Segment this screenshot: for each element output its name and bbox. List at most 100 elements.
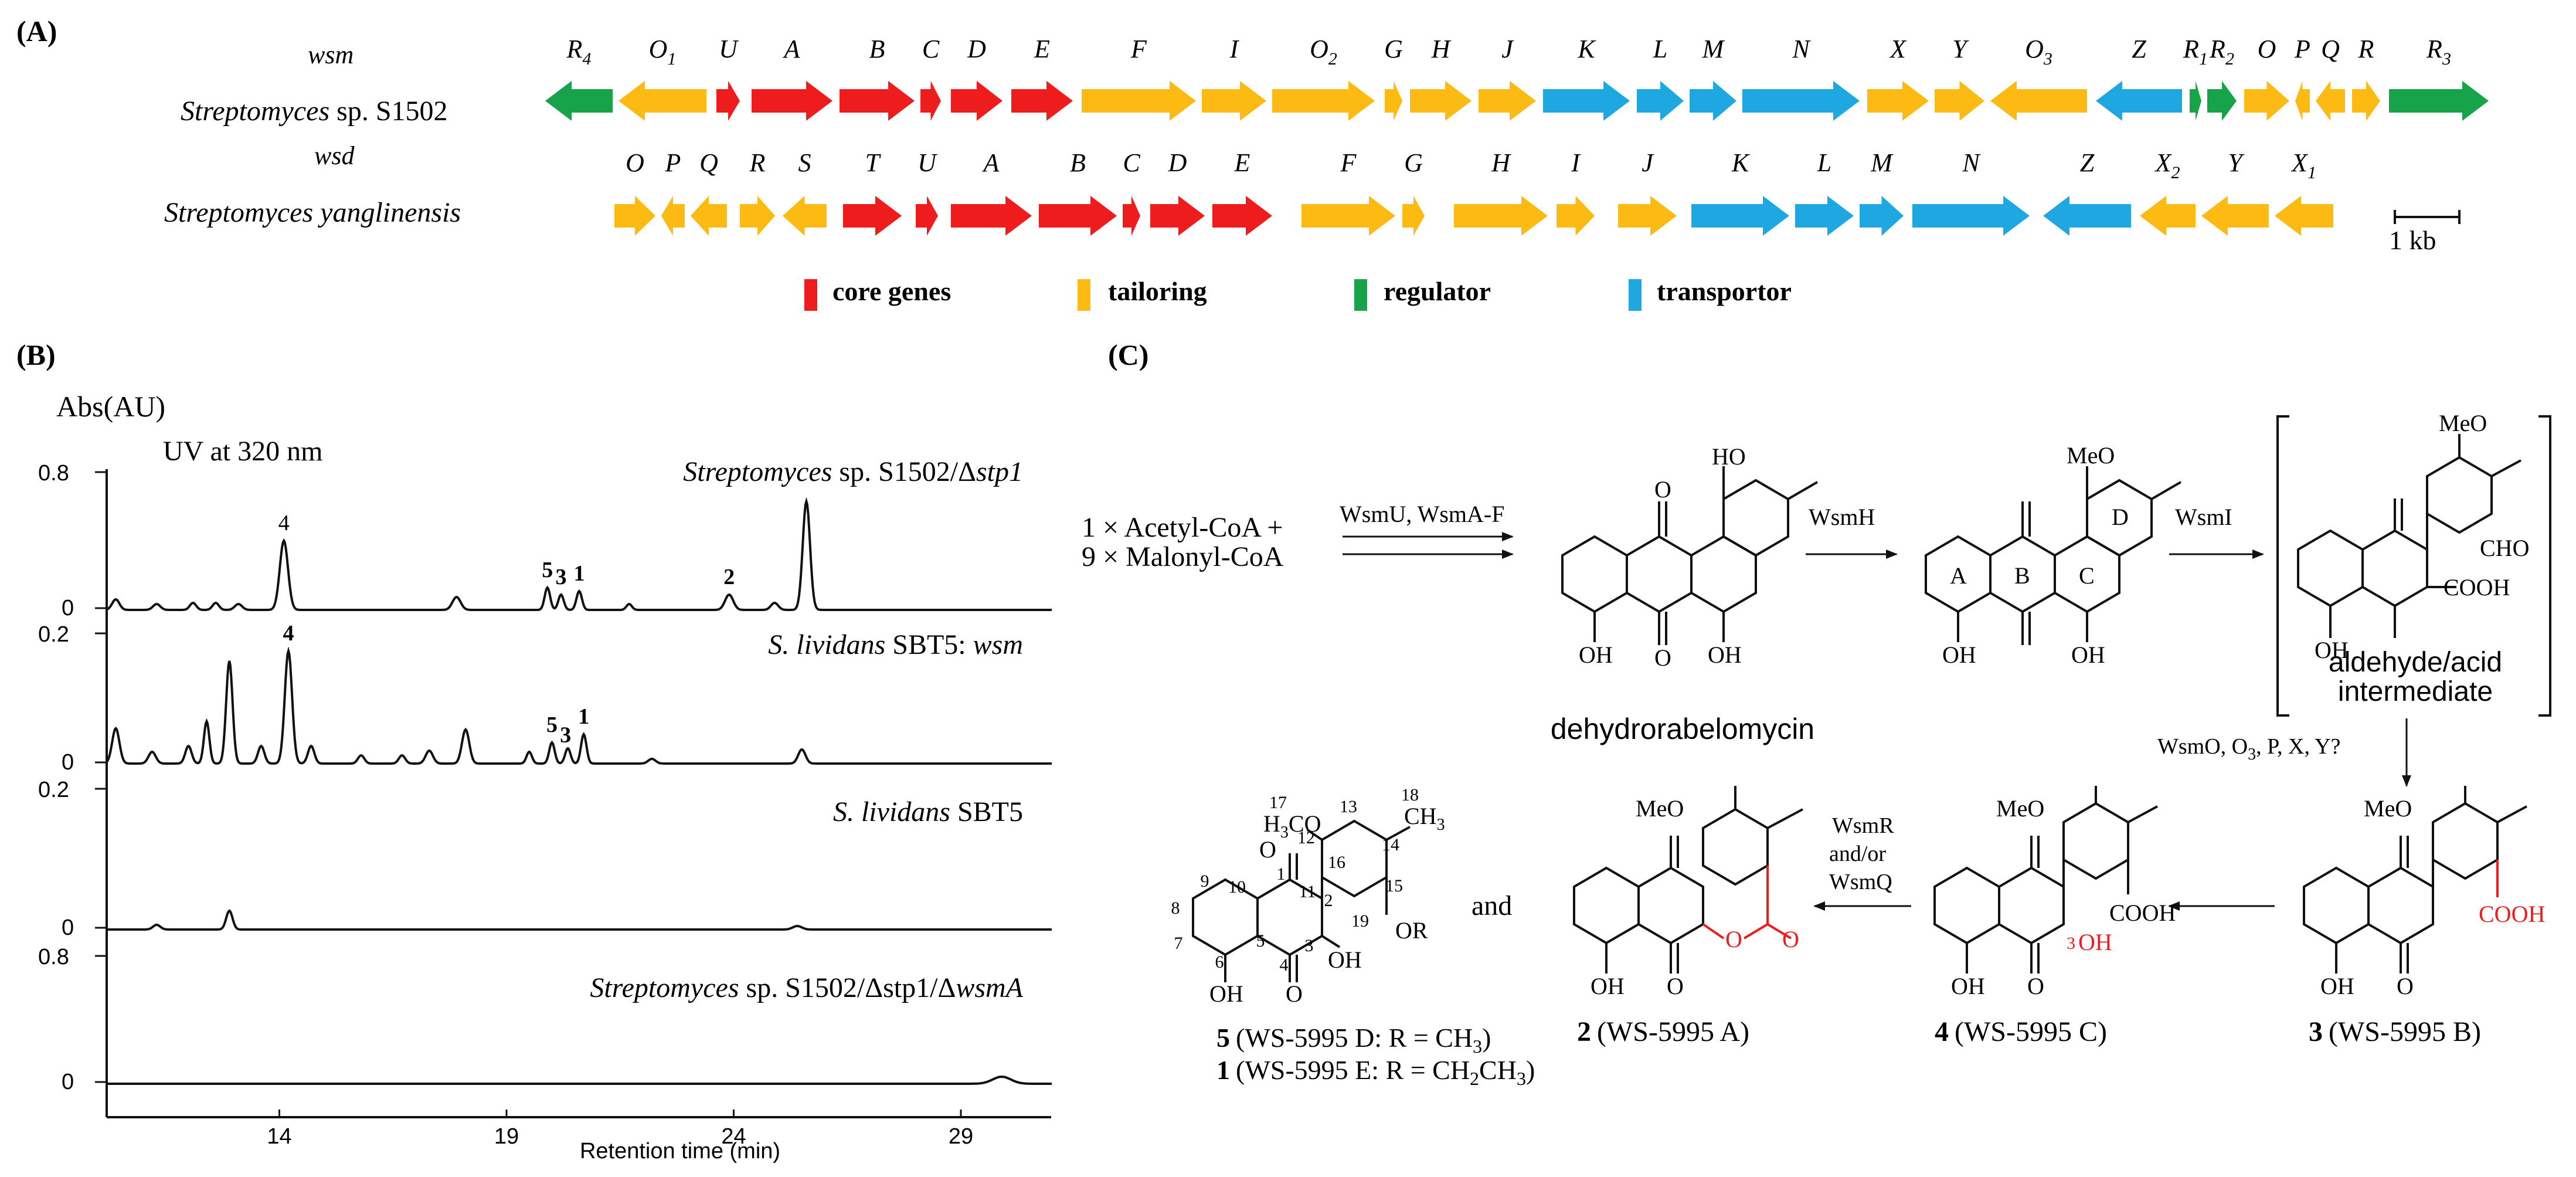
hplc-x-tick-label: 14 <box>267 1124 291 1149</box>
label-oh-9: OH <box>1209 981 1243 1007</box>
gene-letter: K <box>1577 35 1596 63</box>
enzyme-wsmu-wsma-f: WsmU, WsmA-F <box>1340 501 1504 527</box>
compound-3-num: 3 <box>2309 1016 2323 1047</box>
intermediate-brackets <box>2276 415 2551 717</box>
gene-arrow-wsd-j <box>1618 196 1677 236</box>
atom-number-11: 11 <box>1299 882 1316 901</box>
label-ch3-18: CH3 <box>1404 803 1445 834</box>
gene-arrow-wsd-z <box>2043 196 2131 236</box>
gene-letter: X <box>2154 148 2173 177</box>
gene-arrow-wsm-e <box>1011 81 1073 121</box>
hplc-y-tick-zero: 0 <box>62 1070 74 1094</box>
label-o-top: O <box>1654 476 1671 503</box>
compound-1-label: 1(WS-5995 E: R = CH2CH3) <box>1216 1055 1535 1089</box>
gene-label-wsd-b: B <box>1070 148 1086 177</box>
atom-number-4: 4 <box>1280 955 1289 975</box>
gene-letter: O <box>1310 35 1328 63</box>
gene-arrow-wsd-n <box>1912 196 2030 236</box>
cluster-name-wsm: wsm <box>308 40 354 69</box>
hplc-y-tick-zero: 0 <box>62 750 74 775</box>
sample-gene: wsm <box>973 629 1023 660</box>
gene-subscript: 1 <box>2199 49 2208 69</box>
enzyme-wsmq: WsmQ <box>1829 870 1892 894</box>
atom-number-7: 7 <box>1174 934 1183 953</box>
gene-label-wsd-x2: X2 <box>2154 148 2180 182</box>
enzyme-wsmo-b: , P, X, Y? <box>2256 734 2340 759</box>
gene-letter: D <box>967 35 986 63</box>
gene-label-wsm-l: L <box>1653 35 1667 63</box>
atom-number-12: 12 <box>1297 828 1315 847</box>
atom-number-5: 5 <box>1256 931 1265 951</box>
peak-label-4: 4 <box>283 621 294 646</box>
gene-label-wsd-z: Z <box>2080 148 2095 177</box>
gene-letter: X <box>1889 35 1907 63</box>
hplc-y-tick-top: 0.2 <box>38 778 69 802</box>
hplc-trace-3: 0.20S. lividans SBT5 <box>38 778 1052 940</box>
gene-arrow-wsd-g <box>1402 196 1425 236</box>
legend-swatch-tailoring <box>1078 279 1090 311</box>
gene-letter: C <box>922 35 940 63</box>
hplc-x-title: Retention time (min) <box>580 1139 780 1164</box>
gene-letter: R <box>749 148 766 177</box>
gene-arrow-wsm-o2 <box>1272 81 1375 121</box>
atom-number-8: 8 <box>1171 898 1180 918</box>
compound-4-label: 4(WS-5995 C) <box>1935 1016 2107 1047</box>
label-o-2: O <box>1667 973 1684 999</box>
atom-number-9: 9 <box>1201 871 1209 891</box>
gene-arrow-wsd-t <box>843 196 902 236</box>
gene-arrow-wsm-c <box>920 81 941 121</box>
gene-arrow-wsm-l <box>1637 81 1684 121</box>
label-oh-8: OH <box>1591 973 1625 999</box>
gene-arrow-wsd-r <box>740 196 775 236</box>
gene-label-wsm-r1: R1 <box>2183 35 2208 69</box>
legend-label-tailoring: tailoring <box>1108 276 1207 306</box>
gene-label-wsd-h: H <box>1491 148 1511 177</box>
gene-label-wsm-q: Q <box>2321 35 2340 63</box>
atom-number-19: 19 <box>1351 911 1369 931</box>
gene-arrow-wsd-h <box>1454 196 1548 236</box>
compound-1-sub2: 3 <box>1517 1068 1526 1089</box>
gene-label-wsd-s: S <box>798 148 811 177</box>
atom-number-13: 13 <box>1340 797 1357 816</box>
gene-subscript: 1 <box>2307 163 2316 182</box>
enzyme-wsmo-a: WsmO, O <box>2157 734 2248 759</box>
label-and: and <box>1471 890 1512 921</box>
gene-label-wsm-o2: O2 <box>1310 35 1337 69</box>
gene-label-wsm-r3: R3 <box>2426 35 2451 69</box>
scale-bar-label: 1 kb <box>2389 225 2436 255</box>
gene-subscript: 1 <box>667 49 676 69</box>
atom-number-2: 2 <box>1324 891 1333 910</box>
gene-label-wsm-r4: R4 <box>566 35 592 69</box>
gene-letter: J <box>1642 148 1654 177</box>
gene-arrow-wsm-u <box>716 81 740 121</box>
peak-label-3: 3 <box>556 565 567 589</box>
legend-swatch-core <box>804 279 817 311</box>
hplc-trace-line-3 <box>107 909 1052 931</box>
atom-number-14: 14 <box>1382 835 1399 854</box>
atom-number-6: 6 <box>1215 952 1224 972</box>
gene-label-wsm-g: G <box>1384 35 1403 63</box>
gene-letter: Y <box>1952 35 1969 63</box>
enzyme-andor: and/or <box>1829 842 1886 866</box>
gene-label-wsd-p: P <box>665 148 681 177</box>
panel-label-a: (A) <box>16 15 57 48</box>
sample-strain: SBT5: <box>892 629 973 660</box>
atom-number-16: 16 <box>1328 853 1345 872</box>
label-oh-7: OH <box>1951 973 1985 999</box>
sample-strain: SBT5 <box>957 796 1023 827</box>
gene-arrow-wsm-h <box>1410 81 1471 121</box>
gene-label-wsm-o: O <box>2258 35 2276 63</box>
peak-label-5: 5 <box>546 713 558 737</box>
label-h3co: H3CO <box>1263 810 1321 842</box>
hplc-trace-line-2 <box>106 646 1052 765</box>
label-meo-1: MeO <box>2067 442 2115 469</box>
legend-swatch-regulator <box>1354 279 1367 311</box>
gene-letter: O <box>2025 35 2044 63</box>
h3co-sub: 3 <box>1280 823 1289 842</box>
gene-arrow-wsd-d <box>1150 196 1205 236</box>
label-meo-2: MeO <box>2439 410 2487 436</box>
label-oh-5: OH <box>2315 637 2349 663</box>
gene-label-wsd-r: R <box>749 148 766 177</box>
